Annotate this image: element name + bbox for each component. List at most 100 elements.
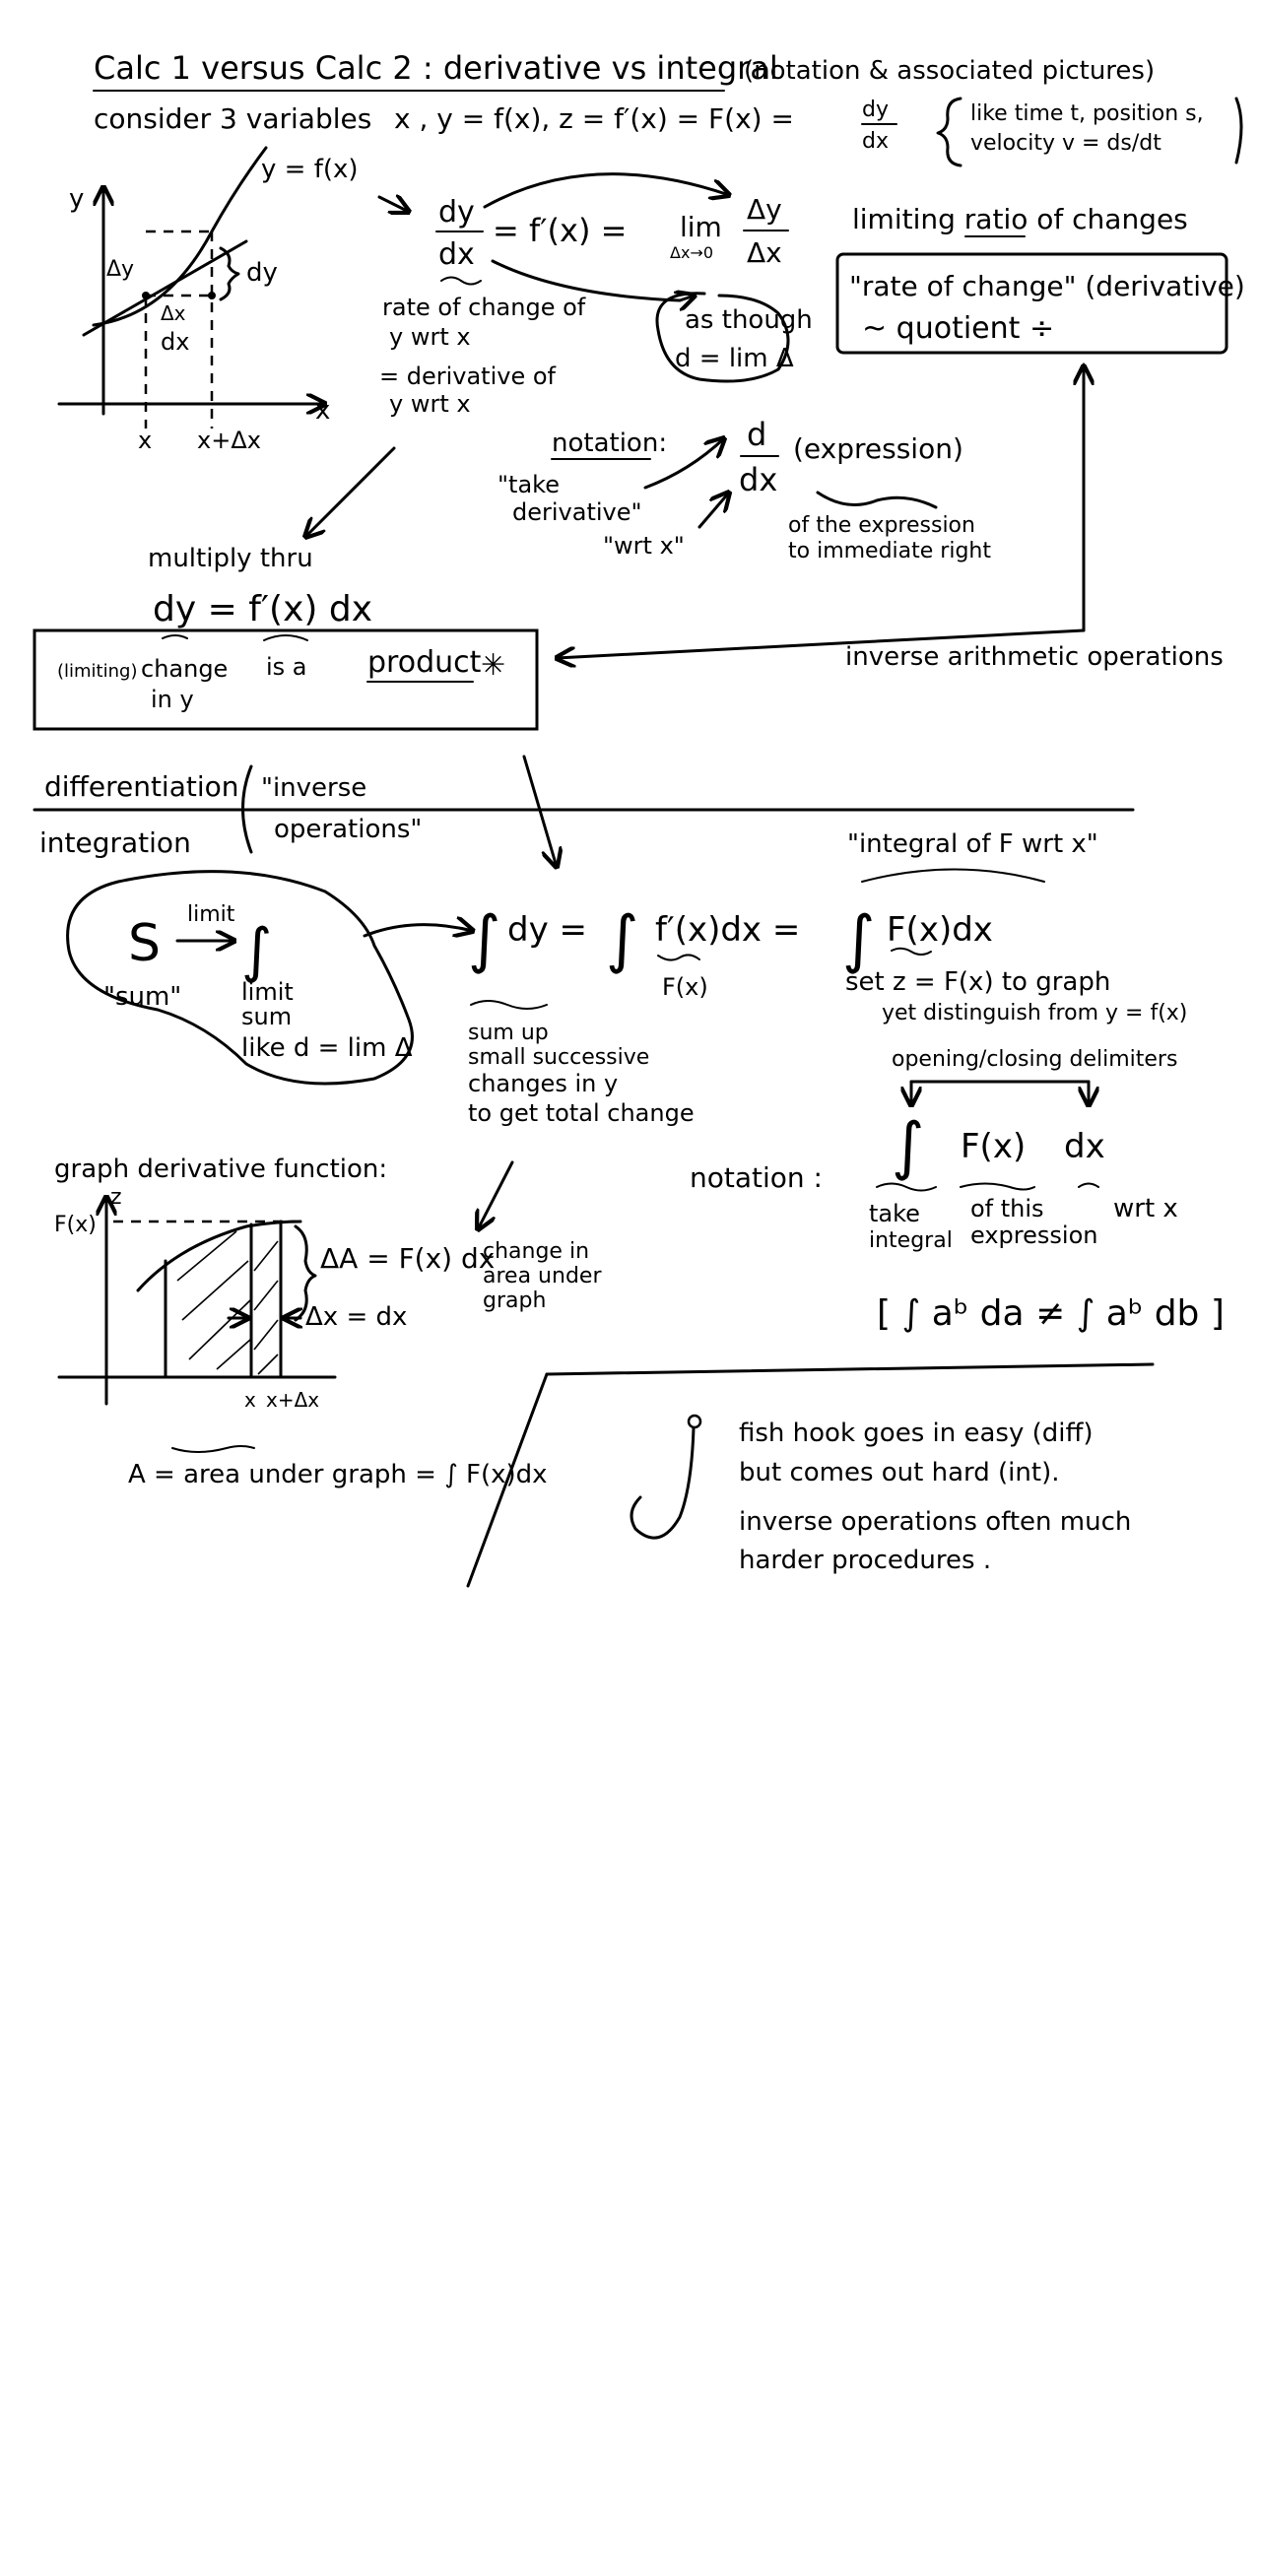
graph2-strip-hatch [253, 1240, 279, 1375]
fishhook-line4: harder procedures . [739, 1546, 991, 1575]
fishhook-line3: inverse operations often much [739, 1507, 1131, 1537]
blob-to-equation-arrow [363, 925, 473, 936]
limiting-box-line2: ~ quotient ÷ [862, 311, 1054, 346]
title-block: Calc 1 versus Calc 2 : derivative vs int… [93, 49, 1155, 92]
notation2-of1: of this [970, 1195, 1044, 1222]
graph1-guides [144, 230, 214, 429]
graph1-x-label: x [315, 396, 330, 426]
divider-block: differentiation integration "inverse ope… [33, 755, 1135, 867]
intro-frac-den: dx [862, 129, 889, 154]
area-graph: graph derivative function: F(x) z ΔA = F… [54, 1155, 602, 1489]
intro-open-brace [936, 97, 962, 167]
product-block: multiply thru dy = f′(x) dx (limiting) c… [33, 363, 1224, 731]
fishhook-eye [687, 1414, 702, 1429]
graph2-dA-brace [294, 1224, 317, 1322]
product-squiggles [162, 634, 308, 641]
integral-of-label: "integral of F wrt x" [847, 829, 1098, 859]
graph2-F-label: F(x) [54, 1213, 97, 1237]
integral-notation: notation : opening/closing delimiters ∫ … [690, 1047, 1225, 1334]
divider-ops-line2: operations" [274, 815, 422, 844]
notation1-dx: dx [739, 461, 777, 498]
def-lim: lim [680, 211, 722, 243]
product-box [33, 628, 539, 731]
integral-of-brace [861, 868, 1045, 883]
integral-F-squiggle [891, 947, 932, 956]
change-area-line1: change in [483, 1239, 589, 1264]
def-equals-fprime: = f′(x) = [493, 212, 627, 249]
graph2-dA-label: ΔA = F(x) dx [320, 1242, 495, 1275]
blob-like: like d = lim Δ [241, 1033, 413, 1063]
set-line2: yet distinguish from y = f(x) [882, 1001, 1187, 1025]
sumup-line2: small successive [468, 1045, 649, 1070]
graph1-curve-label: y = f(x) [261, 155, 359, 184]
graph2-tick-xdx: x+Δx [266, 1388, 319, 1412]
intro-line: consider 3 variables x , y = f(x), z = f… [94, 97, 1243, 167]
integral-sign-3: ∫ [842, 903, 875, 976]
fishhook-frame-side [466, 1372, 549, 1588]
fishhook-line2: but comes out hard (int). [739, 1458, 1059, 1487]
notation2-F: F(x) [961, 1127, 1026, 1166]
blob-limit-sum1: limit [241, 978, 294, 1006]
notation2-label: notation : [690, 1161, 823, 1194]
def-arrow-top [483, 172, 729, 209]
graph2-z-label: z [110, 1185, 122, 1210]
arrow-to-multiply [305, 446, 396, 537]
arrow-graph-to-definition [377, 197, 409, 212]
intro-frac-num: dy [862, 98, 889, 122]
graph2-verticals [164, 1220, 283, 1379]
graph1-tick-x: x [138, 427, 152, 454]
intro-variables: x , y = f(x), z = f′(x) = F(x) = [394, 102, 794, 135]
sumup-squiggle [470, 1000, 548, 1010]
blob-limit: limit [187, 902, 235, 927]
notation2-take2: integral [869, 1228, 953, 1253]
graph1-delta-x: Δx [161, 301, 186, 325]
integral-sign-2: ∫ [606, 903, 638, 976]
def-arrow-bottom [491, 259, 682, 302]
notation1-wrt: "wrt x" [603, 532, 685, 560]
multiply-thru: multiply thru [148, 544, 313, 573]
arrow-to-integral [522, 755, 557, 867]
integral-eq-part1: dy = [507, 910, 587, 950]
sumup-line3: changes in y [468, 1070, 618, 1097]
fish-hook-icon [630, 1426, 696, 1540]
sumup-line1: sum up [468, 1021, 549, 1045]
divider-ops-line1: "inverse [261, 773, 366, 803]
product-limiting: (limiting) [57, 661, 137, 682]
notation2-dx: dx [1064, 1127, 1105, 1166]
def-den-dx: dx [438, 237, 475, 272]
notation2-wrt: wrt x [1113, 1194, 1178, 1223]
def-squiggle [440, 276, 482, 286]
notation2-delimiters: opening/closing delimiters [892, 1047, 1177, 1072]
differential-equation: dy = f′(x) dx [153, 589, 372, 629]
divider-integration: integration [39, 826, 191, 859]
integral-fprime-brace [657, 954, 700, 961]
limiting-ratio: limiting ratio of changes "rate of chang… [835, 203, 1245, 355]
graph1-curve [92, 146, 268, 327]
fishhook-block: fish hook goes in easy (diff) but comes … [466, 1362, 1155, 1588]
integral-sign-1: ∫ [468, 903, 500, 976]
def-rate-line1: rate of change of [382, 294, 586, 321]
def-deriv-line2: y wrt x [389, 390, 471, 418]
sumup-line4: to get total change [468, 1099, 695, 1127]
graph2-area-hatch [176, 1230, 251, 1370]
graph1-tangent-line [82, 239, 248, 337]
notation1-arrow-take [643, 438, 724, 490]
as-though-line2: d = lim Δ [675, 344, 794, 373]
change-area-line2: area under [483, 1264, 602, 1288]
derivative-definition: dy dx = f′(x) = lim Δx→0 Δy Δx rate of c… [379, 172, 813, 418]
blob-integral-sign: ∫ [241, 916, 272, 985]
product-is-a: is a [266, 653, 307, 681]
notation2-of2: expression [970, 1222, 1097, 1249]
notation1-of-line2: to immediate right [788, 539, 991, 563]
inverse-ops-label: inverse arithmetic operations [845, 642, 1224, 672]
def-deriv-line1: = derivative of [379, 363, 557, 390]
blob-limit-sum2: sum [241, 1003, 292, 1030]
graph1-point-x [142, 292, 150, 299]
graph2-tick-x: x [244, 1388, 256, 1412]
notation1-brace [816, 491, 938, 509]
integral-eq-part2: f′(x)dx = [655, 910, 800, 950]
limiting-box [835, 252, 1228, 355]
notation1-d: d [747, 416, 766, 453]
notation2-inequality: [ ∫ aᵇ da ≠ ∫ aᵇ db ] [877, 1293, 1225, 1334]
def-num-dy: dy [438, 195, 475, 230]
